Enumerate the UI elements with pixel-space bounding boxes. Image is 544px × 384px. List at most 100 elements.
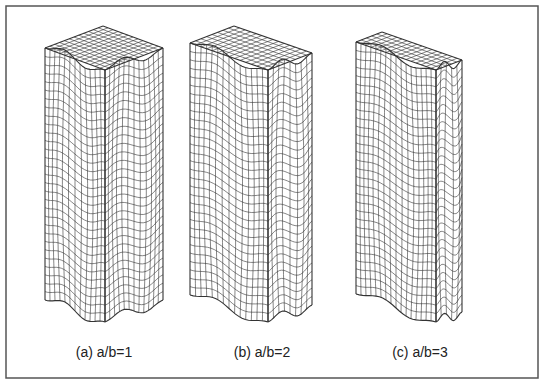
mesh-line — [45, 124, 105, 147]
mesh-line — [45, 258, 105, 280]
mesh-line — [74, 37, 134, 59]
mesh-line — [436, 278, 462, 288]
mesh-line — [268, 78, 312, 95]
mesh-line — [356, 218, 436, 246]
mesh-line — [207, 37, 285, 64]
mesh-line — [268, 297, 312, 314]
mesh-line — [190, 287, 268, 314]
mesh-line — [190, 110, 268, 137]
mesh-line — [356, 92, 436, 120]
mesh-line — [436, 194, 462, 205]
mesh-line — [356, 84, 436, 112]
mesh-line — [268, 196, 312, 213]
mesh-line — [105, 166, 163, 188]
mesh-line — [436, 136, 462, 146]
mesh-line — [436, 245, 462, 255]
mesh-line — [105, 199, 163, 221]
mesh-line — [356, 252, 436, 280]
mesh-line — [445, 62, 447, 314]
mesh-line — [436, 262, 462, 272]
mesh-line — [190, 228, 268, 255]
mesh-line — [356, 143, 436, 171]
mesh-line — [234, 26, 312, 53]
mesh-line — [134, 59, 135, 311]
mesh-line — [421, 68, 424, 320]
mesh-line — [396, 56, 397, 308]
mesh-line — [117, 60, 120, 312]
mesh-line — [436, 178, 462, 189]
mesh-line — [356, 126, 436, 154]
mesh-line — [436, 127, 462, 137]
mesh-line — [436, 186, 462, 197]
mesh-line — [190, 43, 268, 70]
mesh-line — [436, 85, 462, 95]
mesh-line — [62, 50, 65, 302]
mesh-line — [372, 36, 452, 64]
mesh-line — [436, 228, 462, 239]
mesh-line — [190, 194, 268, 221]
mesh-line — [190, 211, 268, 238]
mesh-line — [190, 203, 268, 230]
mesh-line — [45, 140, 105, 163]
mesh-line — [45, 157, 105, 180]
mesh-line — [356, 32, 382, 42]
mesh-line — [75, 59, 76, 311]
mesh-line — [105, 174, 163, 196]
mesh-line — [390, 52, 391, 304]
mesh-line — [45, 98, 105, 120]
mesh-line — [105, 140, 163, 162]
mesh-line — [356, 118, 436, 146]
mesh-line — [190, 60, 268, 87]
mesh-line — [246, 68, 249, 320]
mesh-line — [436, 144, 462, 155]
mesh-line — [218, 32, 296, 59]
mesh-line — [105, 132, 163, 154]
mesh-line — [105, 124, 163, 146]
mesh-line — [128, 58, 130, 310]
mesh-line — [190, 278, 268, 305]
figure-frame — [6, 6, 538, 378]
mesh-line — [436, 253, 462, 263]
mesh-line — [257, 69, 259, 321]
mesh-line — [356, 176, 436, 204]
mesh-line — [153, 55, 156, 307]
mesh-line — [229, 28, 307, 55]
mesh-line — [356, 286, 436, 314]
mesh-line — [190, 43, 268, 70]
mesh-line — [368, 44, 371, 296]
mesh-line — [105, 258, 163, 280]
mesh-line — [416, 68, 419, 320]
mesh-line — [356, 59, 436, 87]
mesh-line — [69, 54, 71, 306]
mesh-line — [373, 44, 376, 296]
mesh-line — [436, 169, 462, 180]
mesh-line — [366, 38, 446, 66]
mesh-line — [356, 160, 436, 188]
mesh-line — [436, 312, 462, 322]
mesh-line — [356, 134, 436, 162]
mesh-line — [190, 236, 268, 263]
mesh-line — [69, 39, 129, 61]
mesh-line — [190, 77, 268, 104]
mesh-line — [190, 270, 268, 297]
mesh-line — [85, 68, 88, 320]
mesh-line — [235, 61, 236, 313]
mesh-line — [45, 224, 105, 247]
mesh-line — [356, 202, 436, 230]
mesh-line — [356, 193, 436, 221]
mesh-line — [190, 253, 268, 280]
mesh-line — [84, 33, 144, 55]
mesh-line — [436, 152, 462, 163]
mesh-line — [45, 216, 105, 239]
mesh-line — [45, 174, 105, 197]
mesh-line — [276, 61, 279, 313]
mesh-line — [105, 191, 163, 213]
mesh-line — [356, 101, 436, 129]
mesh-line — [199, 45, 201, 297]
mesh-line — [240, 65, 242, 317]
mesh-line — [105, 233, 163, 255]
mesh-line — [216, 48, 218, 300]
mesh-line — [436, 295, 462, 305]
mesh-line — [122, 57, 125, 309]
